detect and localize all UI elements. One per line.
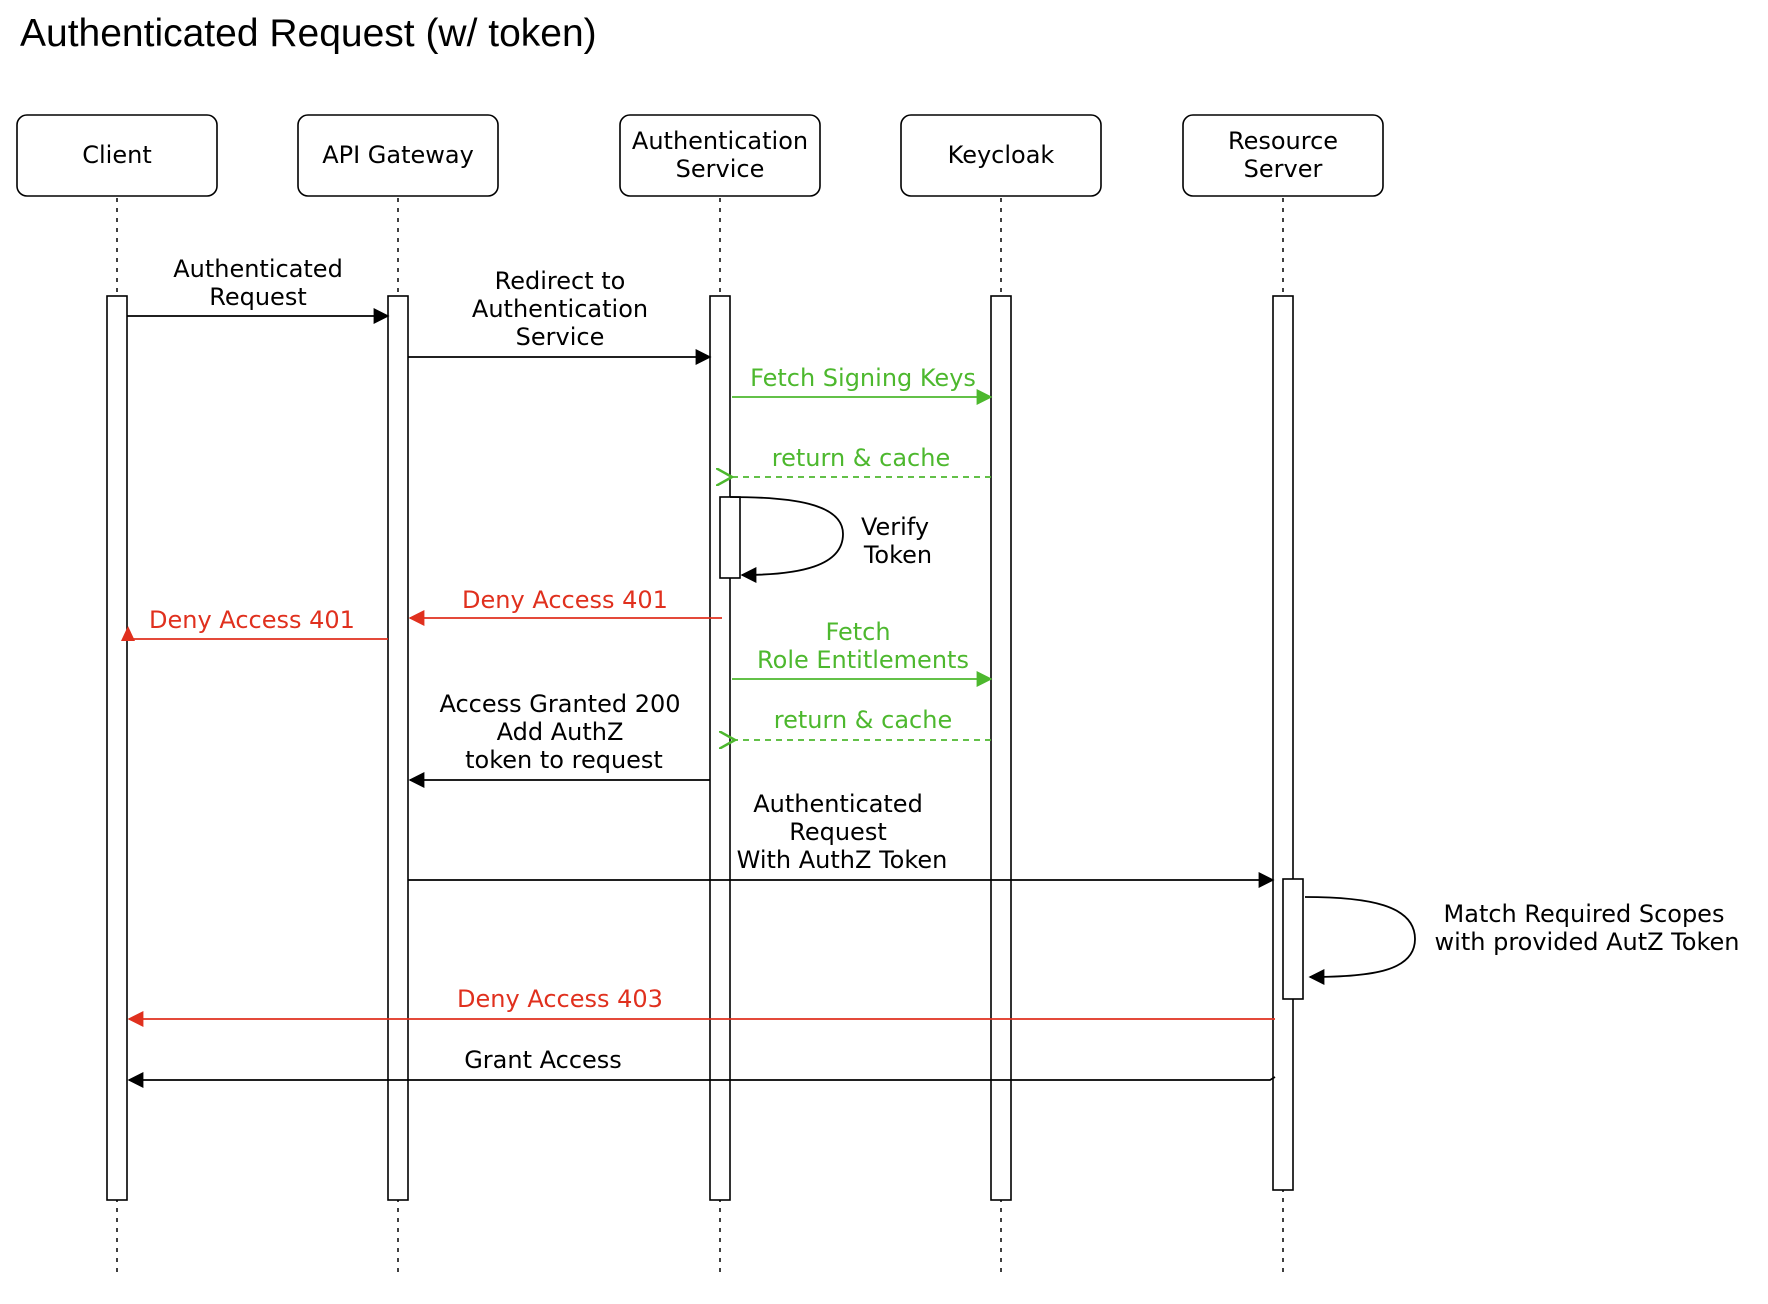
message-label: Fetch Signing Keys — [750, 364, 976, 392]
participant-keycloak: Keycloak — [900, 114, 1102, 197]
participant-label-line-2: Service — [676, 155, 765, 183]
message-label-line-3: token to request — [465, 746, 663, 774]
message-label-line-2: Add AuthZ — [497, 718, 624, 746]
self-loop-arrow — [729, 496, 844, 583]
message-label-line-1: Authenticated — [173, 255, 343, 283]
self-loop-arrow — [1304, 896, 1416, 985]
activation-bars — [106, 295, 1304, 1201]
participant-resource: Resource Server — [1182, 114, 1384, 197]
activation-resource — [1272, 295, 1294, 1191]
message-match-required-scopes: Match Required Scopes with provided AutZ… — [1304, 896, 1740, 985]
message-arrow — [127, 1072, 1276, 1088]
message-access-granted-200: Access Granted 200 Add AuthZ token to re… — [408, 690, 710, 788]
message-label: Grant Access — [464, 1046, 622, 1074]
message-label: Deny Access 401 — [149, 606, 355, 634]
activation-gateway — [387, 295, 409, 1201]
message-label-line-2: Request — [789, 818, 887, 846]
message-label-line-1: Authenticated — [753, 790, 923, 818]
message-deny-access-403: Deny Access 403 — [127, 985, 1275, 1027]
message-label-line-2: Authentication — [472, 295, 648, 323]
activation-auth — [709, 295, 731, 1201]
message-return-cache-roles: return & cache — [735, 706, 991, 740]
participant-box — [16, 114, 218, 197]
message-authenticated-request-authz: Authenticated Request With AuthZ Token — [408, 790, 1275, 888]
participant-label: Keycloak — [948, 141, 1055, 169]
participant-box — [900, 114, 1102, 197]
participant-box — [1182, 114, 1384, 197]
message-label-line-2: with provided AutZ Token — [1435, 928, 1740, 956]
message-label: Deny Access 403 — [457, 985, 663, 1013]
activation-resource-match — [1282, 878, 1304, 1000]
message-deny-access-401-client: Deny Access 401 — [121, 606, 388, 641]
message-label-line-3: With AuthZ Token — [737, 846, 948, 874]
message-label-line-3: Service — [516, 323, 605, 351]
message-authenticated-request: Authenticated Request — [127, 255, 390, 324]
message-label-line-2: Token — [863, 541, 932, 569]
message-deny-access-401-gateway: Deny Access 401 — [408, 586, 722, 626]
message-label-line-1: Redirect to — [495, 267, 626, 295]
message-redirect-to-auth: Redirect to Authentication Service — [408, 267, 712, 365]
activation-auth-verify — [719, 496, 741, 579]
participant-box — [297, 114, 499, 197]
lifelines — [116, 198, 1284, 1274]
message-label: return & cache — [772, 444, 950, 472]
message-fetch-signing-keys: Fetch Signing Keys — [732, 364, 993, 405]
message-label-line-2: Request — [209, 283, 307, 311]
message-label-line-1: Access Granted 200 — [439, 690, 680, 718]
participant-client: Client — [16, 114, 218, 197]
message-return-cache-keys: return & cache — [732, 444, 991, 477]
arrowhead — [121, 626, 135, 641]
message-label-line-1: Verify — [861, 513, 929, 541]
message-label: Deny Access 401 — [462, 586, 668, 614]
message-fetch-role-entitlements: Fetch Role Entitlements — [732, 618, 993, 687]
participant-gateway: API Gateway — [297, 114, 499, 197]
message-label-line-2: Role Entitlements — [757, 646, 969, 674]
participant-label: Client — [82, 141, 151, 169]
participant-box — [619, 114, 821, 197]
participant-label: API Gateway — [322, 141, 474, 169]
activation-keycloak — [990, 295, 1012, 1201]
message-label: return & cache — [774, 706, 952, 734]
participant-label-line-1: Resource — [1228, 127, 1338, 155]
participant-label-line-2: Server — [1244, 155, 1323, 183]
participant-auth: Authentication Service — [619, 114, 821, 197]
message-label-line-1: Fetch — [825, 618, 890, 646]
message-label-line-1: Match Required Scopes — [1444, 900, 1725, 928]
message-grant-access: Grant Access — [127, 1046, 1276, 1088]
participant-label-line-1: Authentication — [632, 127, 808, 155]
activation-client — [106, 295, 128, 1201]
diagram-title: Authenticated Request (w/ token) — [20, 12, 597, 55]
message-verify-token: Verify Token — [729, 496, 932, 583]
